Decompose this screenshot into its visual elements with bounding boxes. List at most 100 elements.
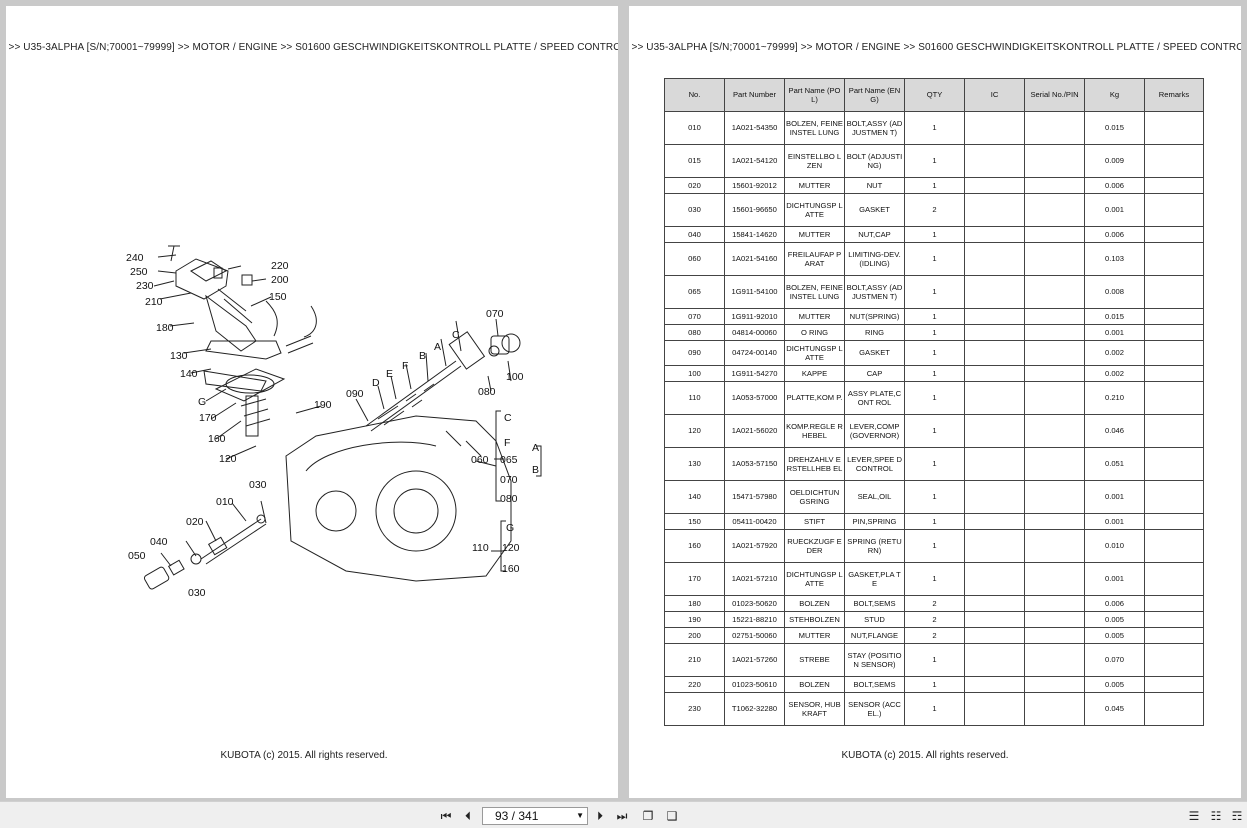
table-cell	[1144, 275, 1204, 309]
table-cell: 230	[664, 692, 725, 726]
callout-110: 110	[472, 542, 489, 554]
copyright-footer: KUBOTA (c) 2015. All rights reserved.	[220, 750, 388, 761]
callout-030b: 030	[249, 479, 267, 491]
callout-080: 080	[478, 386, 496, 398]
table-cell	[964, 513, 1025, 530]
table-cell	[1024, 308, 1085, 325]
callout-020: 020	[186, 516, 204, 528]
table-cell: NUT,CAP	[844, 226, 905, 243]
continuous-icon[interactable]: ☶	[1231, 809, 1243, 823]
table-cell: 0.015	[1084, 308, 1145, 325]
table-cell: SENSOR (ACCEL.)	[844, 692, 905, 726]
single-page-icon[interactable]: ☰	[1188, 809, 1200, 823]
table-cell	[964, 643, 1025, 677]
fit-width-icon[interactable]: ❑	[666, 809, 678, 823]
table-cell: MUTTER	[784, 308, 845, 325]
table-cell: 090	[664, 340, 725, 366]
table-cell: 180	[664, 595, 725, 612]
table-cell: 0.005	[1084, 676, 1145, 693]
table-cell: 0.001	[1084, 193, 1145, 227]
chevron-down-icon: ▼	[576, 811, 584, 820]
col-header-part-name-eng: Part Name (ENG)	[844, 78, 905, 112]
table-cell: 010	[664, 111, 725, 145]
callout-180: 180	[156, 322, 174, 334]
table-cell: 1	[904, 242, 965, 276]
table-cell: EINSTELLBO LZEN	[784, 144, 845, 178]
table-header-row: No. Part Number Part Name (POL) Part Nam…	[664, 78, 1204, 112]
table-cell: STIFT	[784, 513, 845, 530]
table-cell: GASKET	[844, 340, 905, 366]
callout-B2: B	[532, 464, 539, 476]
table-cell	[1144, 242, 1204, 276]
table-cell: 2	[904, 611, 965, 628]
table-cell: GASKET,PLA TE	[844, 562, 905, 596]
table-cell: DICHTUNGSP LATTE	[784, 562, 845, 596]
table-cell: DICHTUNGSP LATTE	[784, 193, 845, 227]
table-cell: 015	[664, 144, 725, 178]
callout-160b: 160	[502, 563, 520, 575]
pdf-page-left: 9 >> U35-3ALPHA [S/N;70001~79999] >> MOT…	[6, 6, 618, 798]
two-page-icon[interactable]: ☷	[1210, 809, 1222, 823]
table-cell: MUTTER	[784, 627, 845, 644]
table-cell: OELDICHTUN GSRING	[784, 480, 845, 514]
table-cell	[1144, 595, 1204, 612]
table-cell: NUT(SPRING)	[844, 308, 905, 325]
table-cell: DREHZAHLV ERSTELLHEB EL	[784, 447, 845, 481]
callout-C: C	[452, 329, 460, 341]
table-cell: 065	[664, 275, 725, 309]
table-cell	[1144, 111, 1204, 145]
table-cell: PIN,SPRING	[844, 513, 905, 530]
table-cell	[1024, 340, 1085, 366]
table-cell: 0.005	[1084, 627, 1145, 644]
table-cell	[964, 447, 1025, 481]
table-cell: 15471-57980	[724, 480, 785, 514]
table-cell: 120	[664, 414, 725, 448]
table-cell: 15601-96650	[724, 193, 785, 227]
last-page-icon[interactable]: ⏭	[616, 809, 628, 823]
callout-010: 010	[216, 496, 234, 508]
table-cell: 140	[664, 480, 725, 514]
table-cell: SPRING (RETURN)	[844, 529, 905, 563]
fit-page-icon[interactable]: ❐	[642, 809, 654, 823]
breadcrumb: 9 >> U35-3ALPHA [S/N;70001~79999] >> MOT…	[629, 42, 1241, 53]
table-cell: 040	[664, 226, 725, 243]
table-cell: 2	[904, 595, 965, 612]
table-cell: KAPPE	[784, 365, 845, 382]
exploded-parts-diagram: 240 250 230 210 180 130 140 G 170 160 12…	[126, 245, 542, 599]
table-cell	[1144, 480, 1204, 514]
prev-page-icon[interactable]: ⏴	[464, 809, 471, 823]
table-cell: CAP	[844, 365, 905, 382]
table-cell: 0.008	[1084, 275, 1145, 309]
table-cell: 080	[664, 324, 725, 341]
table-cell	[964, 193, 1025, 227]
callout-A2: A	[532, 442, 539, 454]
col-header-kg: Kg	[1084, 78, 1145, 112]
table-cell: 0.046	[1084, 414, 1145, 448]
col-header-remarks: Remarks	[1144, 78, 1204, 112]
table-cell	[964, 144, 1025, 178]
table-cell: BOLZEN	[784, 676, 845, 693]
table-cell	[1144, 365, 1204, 382]
table-cell: 0.001	[1084, 324, 1145, 341]
table-cell	[964, 308, 1025, 325]
table-cell: 0.001	[1084, 513, 1145, 530]
callout-130: 130	[170, 350, 188, 362]
table-cell	[1024, 676, 1085, 693]
first-page-icon[interactable]: ⏮	[440, 809, 452, 823]
next-page-icon[interactable]: ⏵	[596, 809, 603, 823]
page-number-select[interactable]: 93 / 341 ▼	[482, 807, 588, 825]
table-cell	[1024, 611, 1085, 628]
table-cell: 0.006	[1084, 595, 1145, 612]
table-cell: 030	[664, 193, 725, 227]
table-cell	[964, 177, 1025, 194]
table-cell: 200	[664, 627, 725, 644]
table-cell: 2	[904, 193, 965, 227]
table-cell: 1	[904, 676, 965, 693]
callout-190: 190	[314, 399, 332, 411]
table-cell	[1144, 308, 1204, 325]
